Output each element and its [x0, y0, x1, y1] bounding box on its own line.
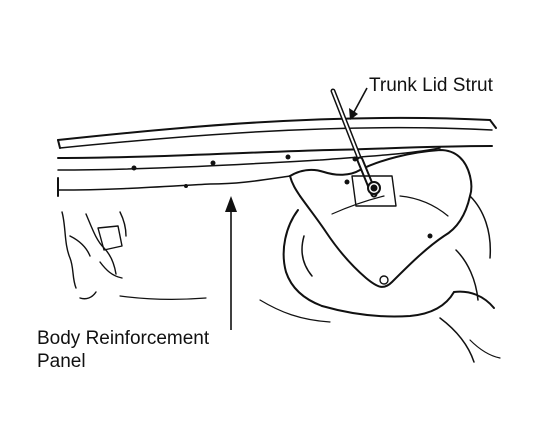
lower-panel-edges — [119, 295, 331, 323]
quarter-panel-rails — [57, 145, 493, 197]
reinforcement-panel — [289, 149, 473, 288]
strut-mount-bracket — [351, 175, 397, 285]
trunk-lid-strut-label: Trunk Lid Strut — [369, 75, 493, 96]
body-reinforcement-label-line2: Panel — [37, 351, 86, 372]
body-reinforcement-label-line1: Body Reinforcement — [37, 328, 210, 349]
left-bracket-area — [61, 211, 127, 300]
fasteners — [131, 154, 433, 239]
wheelhouse — [282, 195, 501, 363]
trunk-lid-edge — [57, 116, 497, 149]
trunk-lid-strut — [330, 88, 381, 198]
leader-lines — [225, 87, 368, 330]
